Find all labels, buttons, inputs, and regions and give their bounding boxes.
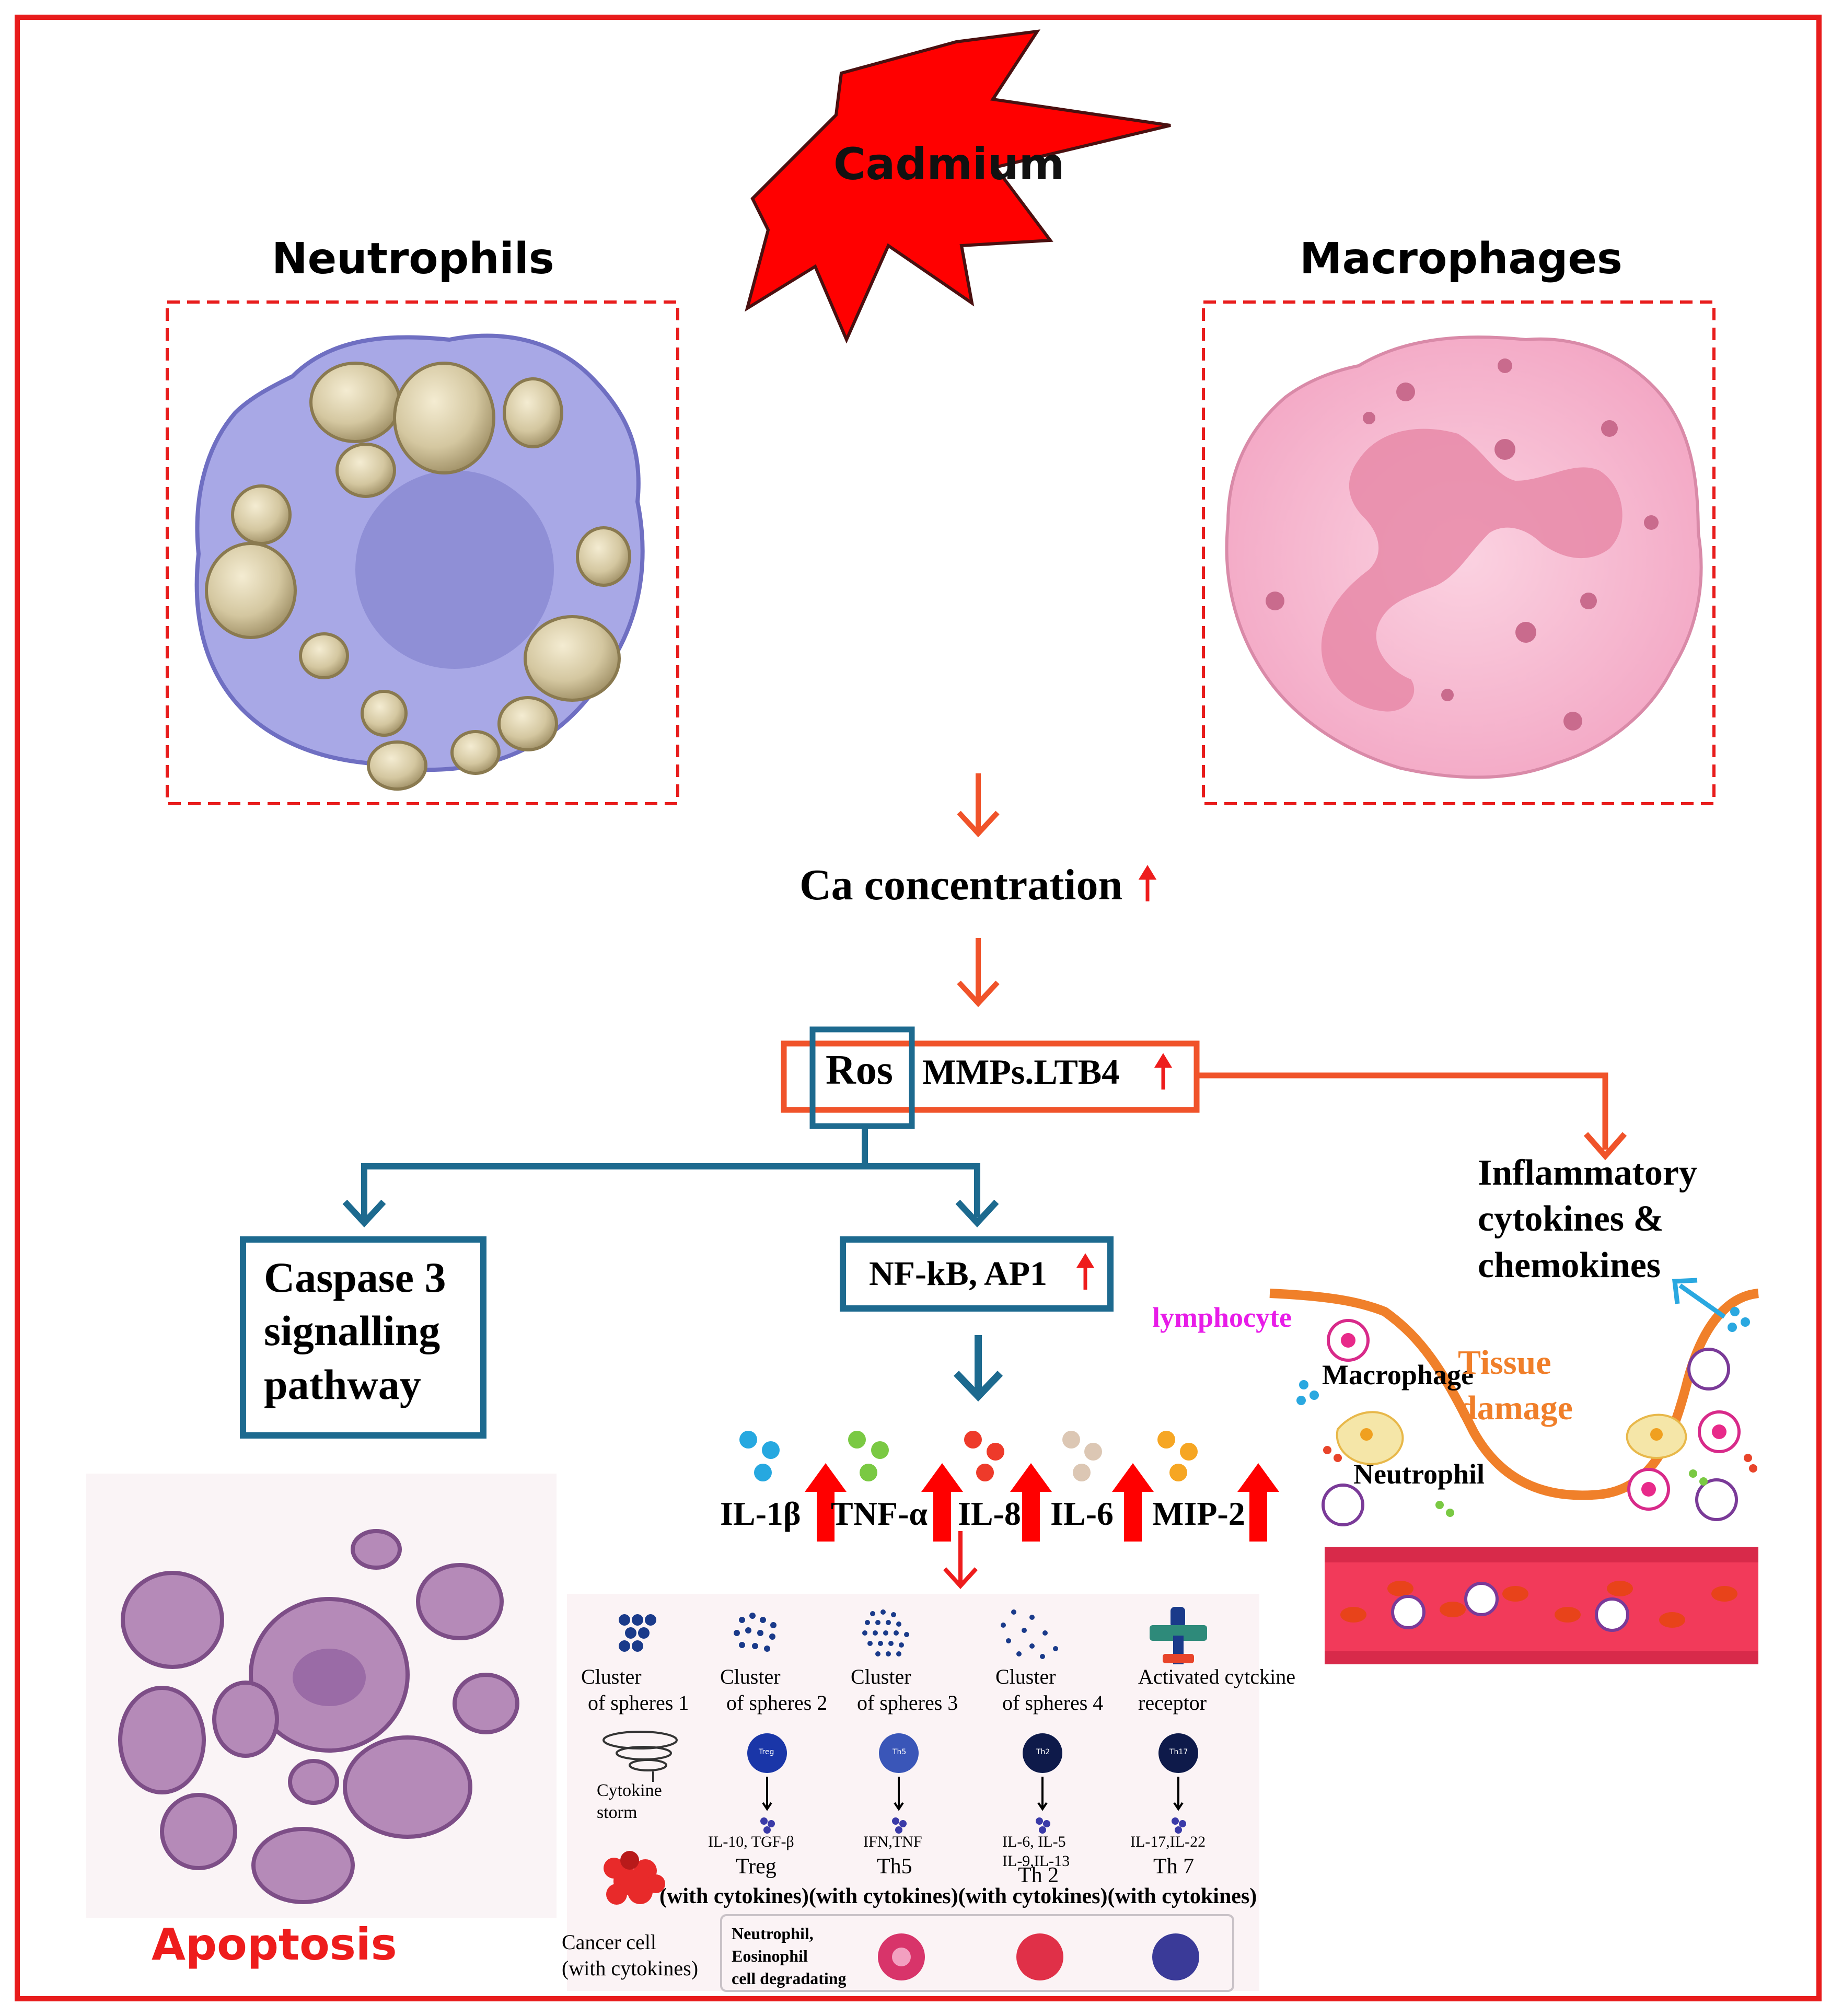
- cancer-line1: Cancer cell: [562, 1930, 656, 1954]
- up-arrow-ca: [1138, 865, 1157, 901]
- tissue-illustration: [1269, 1278, 1759, 1664]
- tcell-badge-th17: Th17: [1169, 1748, 1188, 1756]
- macrophage-cell: [1225, 335, 1703, 779]
- tcell-cytokines-th5: IFN,TNF: [863, 1833, 922, 1850]
- tcell-badge-th2: Th2: [1036, 1748, 1050, 1756]
- tcell-badge-treg: Treg: [759, 1748, 774, 1756]
- arrow-nfkb-down: [953, 1335, 1003, 1402]
- apoptosis-nucleus: [293, 1649, 366, 1706]
- neutrophils-title: Neutrophils: [272, 234, 554, 284]
- tcell-cytokines-th2: IL-6, IL-5: [1002, 1833, 1066, 1850]
- arrow-cadmium-to-ca: [957, 773, 1000, 838]
- with-cytokines-row: (with cytokines)(with cytokines)(with cy…: [659, 1884, 1257, 1908]
- arrow-ca-to-ros: [957, 938, 1000, 1007]
- up-arrow-nfkb: [1076, 1253, 1095, 1290]
- receptor-line1: Activated cytckine: [1138, 1665, 1295, 1688]
- cytokine-storm-icon: [602, 1731, 678, 1782]
- macrophages-title: Macrophages: [1300, 234, 1623, 284]
- cluster-1-line2: of spheres 1: [588, 1691, 689, 1714]
- mmps-ltb4-label: MMPs.LTB4: [922, 1052, 1120, 1092]
- cluster-2-line2: of spheres 2: [726, 1691, 828, 1714]
- tcell-name-treg: Treg: [736, 1855, 777, 1879]
- neutrophil-cell: [194, 333, 645, 791]
- cluster-icons: [619, 1607, 1207, 1664]
- cluster-1-line1: Cluster: [581, 1665, 642, 1688]
- outer-frame: [15, 15, 1822, 2001]
- cytokine-label-tnfa: TNF-α: [831, 1495, 928, 1532]
- tcell-icons: [747, 1733, 1198, 1834]
- tcell-cytokines-th2-extra: IL-9,IL-13: [1002, 1852, 1070, 1870]
- neutrophils-box: [166, 300, 679, 805]
- inflammatory-label-line3: chemokines: [1478, 1245, 1661, 1285]
- nfkb-label: NF-kB, AP1: [869, 1255, 1048, 1293]
- tcell-name-th2: Th 2: [1018, 1863, 1059, 1887]
- tcell-cytokines-th17: IL-17,IL-22: [1130, 1833, 1206, 1850]
- neutrophil-label: Neutrophil: [1353, 1458, 1485, 1490]
- blue-branch: [342, 1126, 999, 1227]
- tcell-name-th5: Th5: [877, 1855, 912, 1879]
- cluster-3-line2: of spheres 3: [857, 1691, 958, 1714]
- storm-line2: storm: [597, 1803, 638, 1822]
- cancer-cell-icon: [604, 1851, 665, 1905]
- lymphocyte-label: lymphocyte: [1152, 1302, 1292, 1333]
- arrow-to-legend: [943, 1531, 978, 1589]
- arrow-to-inflammatory: [1197, 1072, 1627, 1161]
- degrading-cells: [878, 1933, 1199, 1980]
- inflammatory-label-line1: Inflammatory: [1478, 1153, 1697, 1193]
- ros-label: Ros: [826, 1047, 893, 1093]
- degrading-line2: Eosinophil: [732, 1947, 808, 1965]
- receptor-line2: receptor: [1138, 1691, 1207, 1714]
- apoptosis-label: Apoptosis: [152, 1919, 397, 1970]
- damage-label: damage: [1458, 1389, 1573, 1427]
- inflammatory-label-line2: cytokines &: [1478, 1199, 1664, 1239]
- tissue-label: Tissue: [1458, 1343, 1551, 1382]
- cytokine-dots: [739, 1431, 1198, 1481]
- caspase-box: [240, 1236, 486, 1439]
- degrading-line1: Neutrophil,: [732, 1924, 814, 1943]
- caspase-label-line2: signalling: [264, 1307, 441, 1354]
- cytokine-label-il6: IL-6: [1050, 1495, 1114, 1532]
- degrading-line3: cell degradating: [732, 1969, 847, 1988]
- cluster-4-line1: Cluster: [995, 1665, 1056, 1688]
- macrophage-label: Macrophage: [1322, 1359, 1474, 1391]
- cytokine-label-il1b: IL-1β: [720, 1495, 801, 1532]
- cluster-2-line1: Cluster: [720, 1665, 781, 1688]
- nfkb-box: [840, 1236, 1114, 1312]
- caspase-label-line3: pathway: [264, 1361, 421, 1408]
- apoptosis-cells: [118, 1529, 519, 1904]
- up-arrow-mmps: [1154, 1053, 1173, 1090]
- cytokine-label-mip2: MIP-2: [1152, 1495, 1245, 1532]
- cadmium-label: Cadmium: [833, 138, 1065, 190]
- cluster-4-line2: of spheres 4: [1002, 1691, 1104, 1714]
- cytokine-label-il8: IL-8: [958, 1495, 1021, 1532]
- ca-concentration-label: Ca concentration: [799, 861, 1123, 909]
- big-red-arrows: [805, 1463, 1279, 1542]
- tcell-badge-th5: Th5: [893, 1748, 907, 1756]
- cancer-line2: (with cytokines): [562, 1956, 699, 1980]
- tcell-name-th17: Th 7: [1153, 1855, 1195, 1879]
- macrophages-box: [1202, 300, 1716, 805]
- caspase-label-line1: Caspase 3: [264, 1254, 446, 1301]
- storm-line1: Cytokine: [597, 1781, 662, 1800]
- tcell-cytokines-treg: IL-10, TGF-β: [708, 1833, 794, 1850]
- cluster-3-line1: Cluster: [851, 1665, 911, 1688]
- cadmium-starburst: [745, 29, 1171, 344]
- degrading-panel: [720, 1914, 1234, 1992]
